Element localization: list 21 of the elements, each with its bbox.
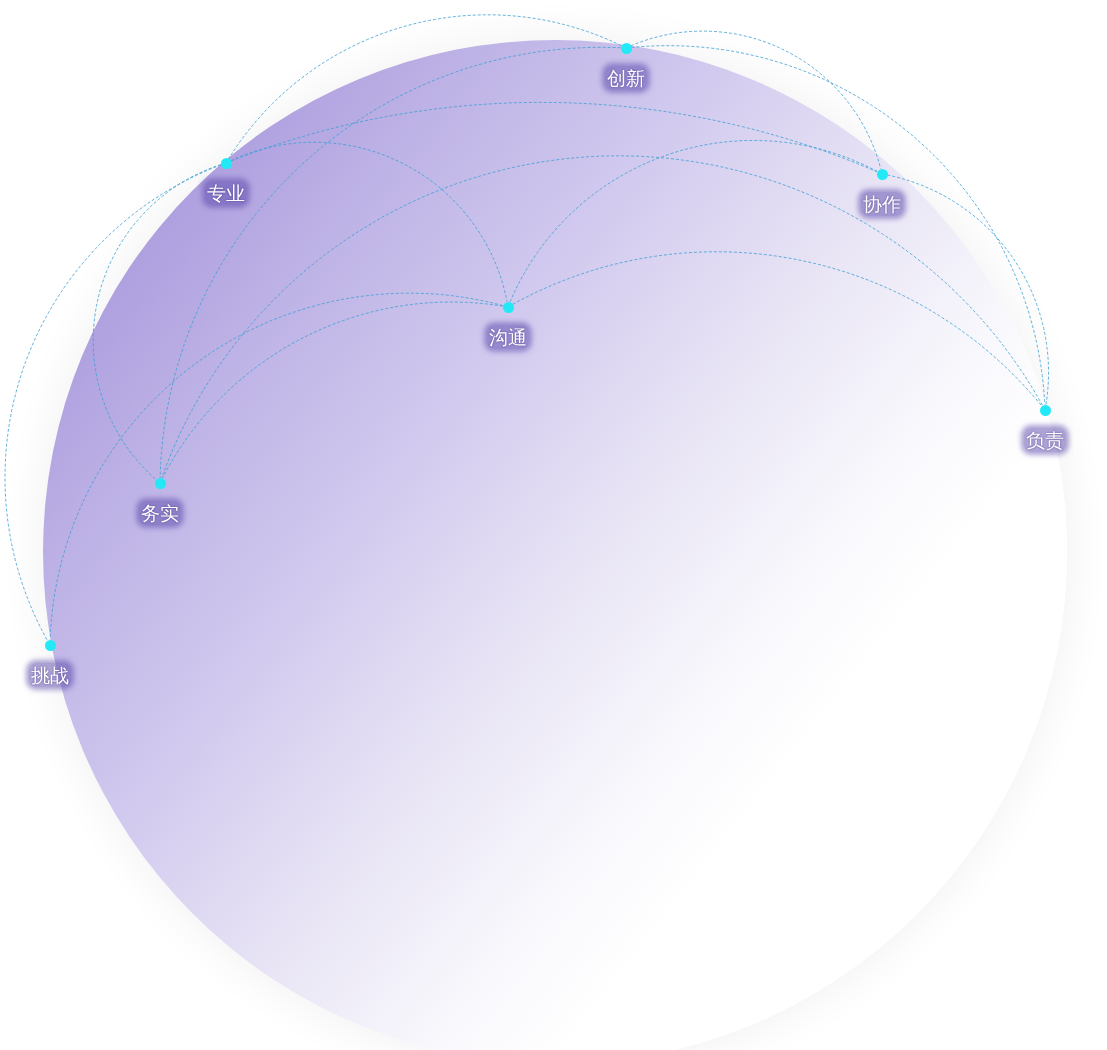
connector-line [630, 30, 882, 170]
connector-line [161, 155, 1043, 479]
connector-line [631, 45, 1046, 405]
connector-line [886, 174, 1049, 406]
node-label: 务实 [139, 500, 181, 525]
connector-line [162, 301, 504, 479]
connector-line [228, 14, 622, 159]
node-label: 负责 [1024, 427, 1066, 452]
connector-line [230, 102, 878, 173]
node-label: 创新 [605, 65, 647, 90]
connector-line [92, 164, 222, 480]
connector-line [4, 164, 222, 641]
node-label: 协作 [861, 191, 903, 216]
node-label: 专业 [205, 180, 247, 205]
connector-line [159, 47, 621, 478]
connector-line [509, 140, 878, 303]
connector-line [512, 251, 1042, 407]
node-label: 挑战 [29, 662, 71, 687]
connector-line [230, 142, 508, 303]
node-label: 沟通 [487, 324, 529, 349]
connector-line [49, 292, 504, 640]
